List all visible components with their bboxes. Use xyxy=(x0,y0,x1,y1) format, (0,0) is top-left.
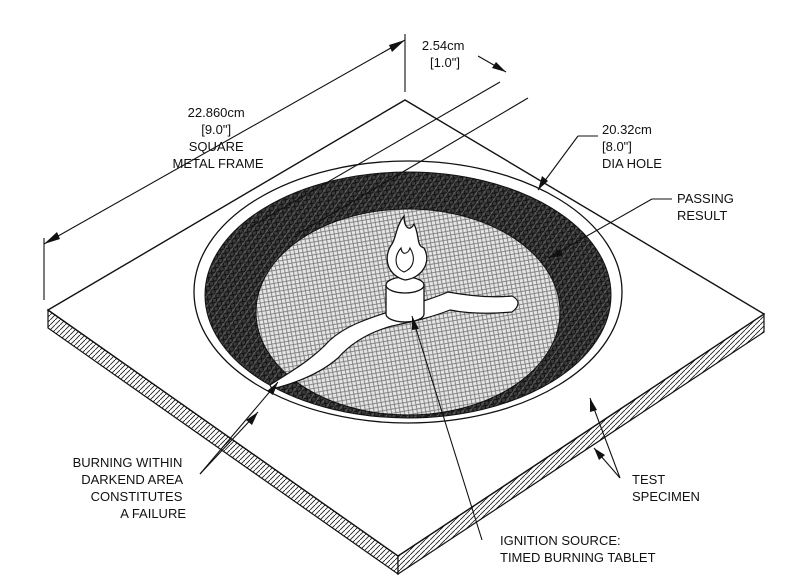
dimension-lines xyxy=(43,34,672,541)
flame-icon xyxy=(386,214,428,281)
test-specimen-label: TEST SPECIMEN xyxy=(632,472,700,504)
hole-diameter-label: 20.32cm [8.0"] DIA HOLE xyxy=(602,122,662,171)
passing-result-label: PASSING RESULT xyxy=(677,191,737,223)
frame-dimension-label: 22.860cm [9.0"] SQUARE METAL FRAME xyxy=(172,105,263,171)
failure-label: BURNING WITHIN DARKEND AREA CONSTITUTES … xyxy=(73,455,187,521)
rim-width-label: 2.54cm [1.0"] xyxy=(422,38,468,70)
ignition-tablet xyxy=(385,276,425,323)
ignition-source-label: IGNITION SOURCE: TIMED BURNING TABLET xyxy=(500,533,656,565)
